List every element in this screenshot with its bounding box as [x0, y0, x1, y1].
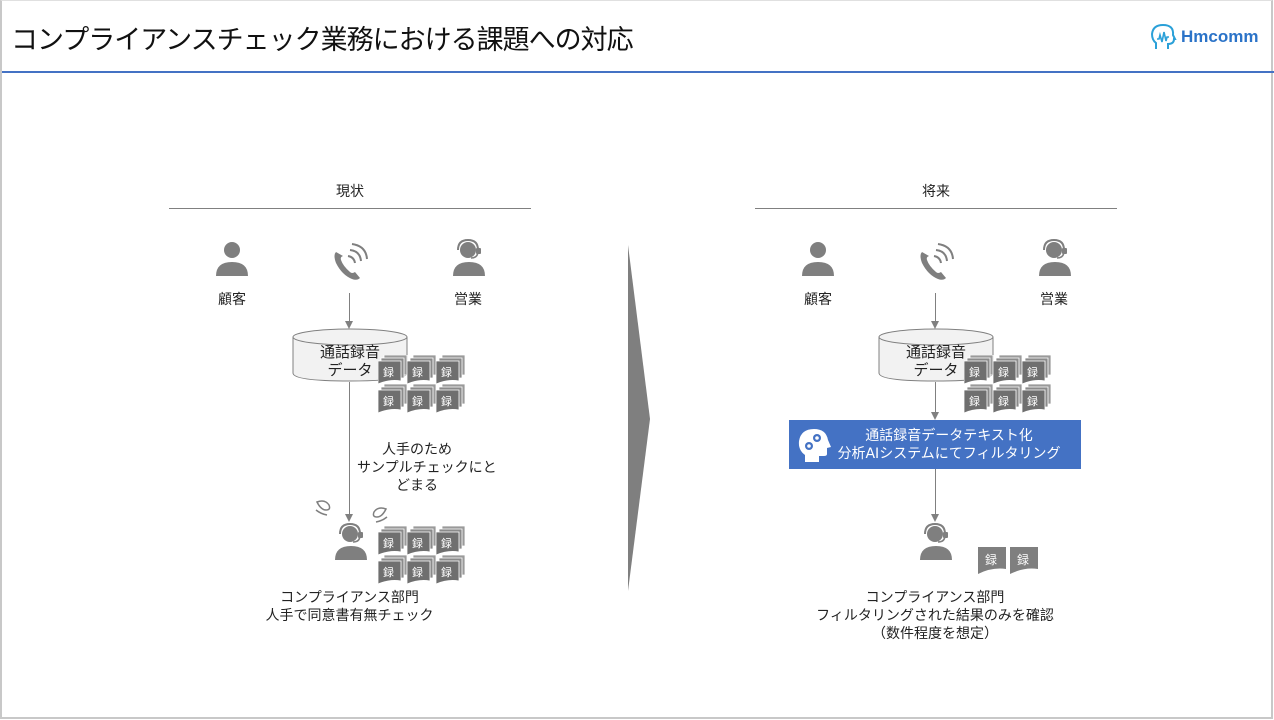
doc-glyph: 録 [441, 395, 452, 408]
note-line2: サンプルチェックにと [357, 460, 497, 476]
doc-glyph: 録 [969, 366, 980, 379]
doc-glyph: 録 [998, 366, 1009, 379]
doc-glyph: 録 [441, 366, 452, 379]
record-doc-stack: 録 [964, 384, 994, 414]
customer-person-icon [216, 242, 248, 276]
hmcomm-logo: Hmcomm [1148, 22, 1258, 52]
doc-glyph: 録 [383, 566, 394, 579]
phone-call-icon [334, 243, 368, 280]
phone-call-icon [920, 243, 954, 280]
db-label-line1: 通話録音 [319, 343, 380, 361]
compliance-operator-icon [920, 523, 952, 560]
doc-glyph: 録 [412, 366, 423, 379]
record-doc-stack: 録 [407, 555, 437, 585]
customer-label: 顧客 [218, 292, 246, 308]
customer-label: 顧客 [804, 292, 832, 308]
doc-glyph: 録 [1017, 553, 1030, 567]
note-line3: どまる [396, 478, 438, 494]
doc-glyph: 録 [412, 395, 423, 408]
section-title-current: 現状 [336, 184, 364, 200]
record-doc-stack: 録 [436, 555, 466, 585]
db-label-line2: データ [327, 361, 373, 379]
record-doc-stack: 録 [378, 355, 408, 385]
sweat-drop-left-icon [315, 500, 331, 516]
arrowhead-icon [345, 321, 353, 329]
doc-glyph: 録 [412, 537, 423, 550]
record-doc-stack: 録 [964, 355, 994, 385]
record-doc-stack: 録 [993, 384, 1023, 414]
doc-glyph: 録 [969, 395, 980, 408]
record-doc-stack: 録 [378, 555, 408, 585]
dept-current-line1: コンプライアンス部門 [280, 590, 419, 606]
arrowhead-icon [931, 321, 939, 329]
doc-glyph: 録 [383, 366, 394, 379]
section-rule-future [755, 208, 1117, 209]
record-doc-stack: 録 [993, 355, 1023, 385]
arrow-db-to-dept [349, 382, 350, 515]
doc-glyph: 録 [1027, 366, 1038, 379]
doc-glyph: 録 [441, 566, 452, 579]
ai-brain-gears-icon [798, 428, 831, 462]
record-doc-stack: 録 [436, 384, 466, 414]
arrowhead-icon [345, 514, 353, 522]
record-doc-stack: 録 [1022, 355, 1052, 385]
section-rule-current [169, 208, 531, 209]
header-divider [2, 71, 1274, 73]
note-line1: 人手のため [382, 442, 452, 458]
doc-glyph: 録 [441, 537, 452, 550]
sales-operator-icon [1039, 239, 1071, 276]
record-doc-stack: 録 [436, 355, 466, 385]
record-doc-stack: 録 [407, 384, 437, 414]
sales-label: 営業 [1040, 292, 1068, 308]
doc-glyph: 録 [412, 566, 423, 579]
ai-analysis-system-box: 通話録音データテキスト化 分析AIシステムにてフィルタリング [789, 420, 1081, 469]
arrowhead-icon [931, 514, 939, 522]
filtered-record-doc: 録 [1010, 547, 1038, 574]
ai-box-line1: 通話録音データテキスト化 [865, 427, 1033, 444]
db-label-line1: 通話録音 [905, 343, 966, 361]
arrowhead-icon [931, 412, 939, 420]
record-doc-stack: 録 [407, 526, 437, 556]
doc-glyph: 録 [383, 395, 394, 408]
transition-chevron-arrow-icon [628, 245, 650, 591]
logo-text: Hmcomm [1181, 27, 1259, 46]
record-doc-stack: 録 [436, 526, 466, 556]
sweat-drop-right-icon [372, 507, 388, 523]
doc-glyph: 録 [1027, 395, 1038, 408]
record-doc-stack: 録 [378, 384, 408, 414]
record-doc-stack: 録 [378, 526, 408, 556]
dept-current-line2: 人手で同意書有無チェック [265, 608, 434, 624]
sales-operator-icon [453, 239, 485, 276]
filtered-record-doc: 録 [978, 547, 1006, 574]
arrow-ai-to-dept [935, 469, 936, 515]
ai-box-line2: 分析AIシステムにてフィルタリング [837, 445, 1061, 462]
record-doc-stack: 録 [1022, 384, 1052, 414]
section-title-future: 将来 [922, 184, 950, 200]
dept-future-line3: （数件程度を想定） [872, 626, 998, 642]
dept-future-line2: フィルタリングされた結果のみを確認 [816, 608, 1054, 624]
page-title: コンプライアンスチェック業務における課題への対応 [11, 25, 634, 56]
record-doc-stack: 録 [407, 355, 437, 385]
doc-glyph: 録 [998, 395, 1009, 408]
arrow-phone-to-db [935, 293, 936, 321]
head-wave-logo-icon [1150, 23, 1177, 49]
compliance-operator-icon [335, 523, 367, 560]
db-label-line2: データ [913, 361, 959, 379]
customer-person-icon [802, 242, 834, 276]
arrow-phone-to-db [349, 293, 350, 321]
doc-glyph: 録 [383, 537, 394, 550]
arrow-db-to-ai [935, 382, 936, 412]
doc-glyph: 録 [985, 553, 998, 567]
sales-label: 営業 [454, 292, 482, 308]
dept-future-line1: コンプライアンス部門 [865, 590, 1005, 606]
